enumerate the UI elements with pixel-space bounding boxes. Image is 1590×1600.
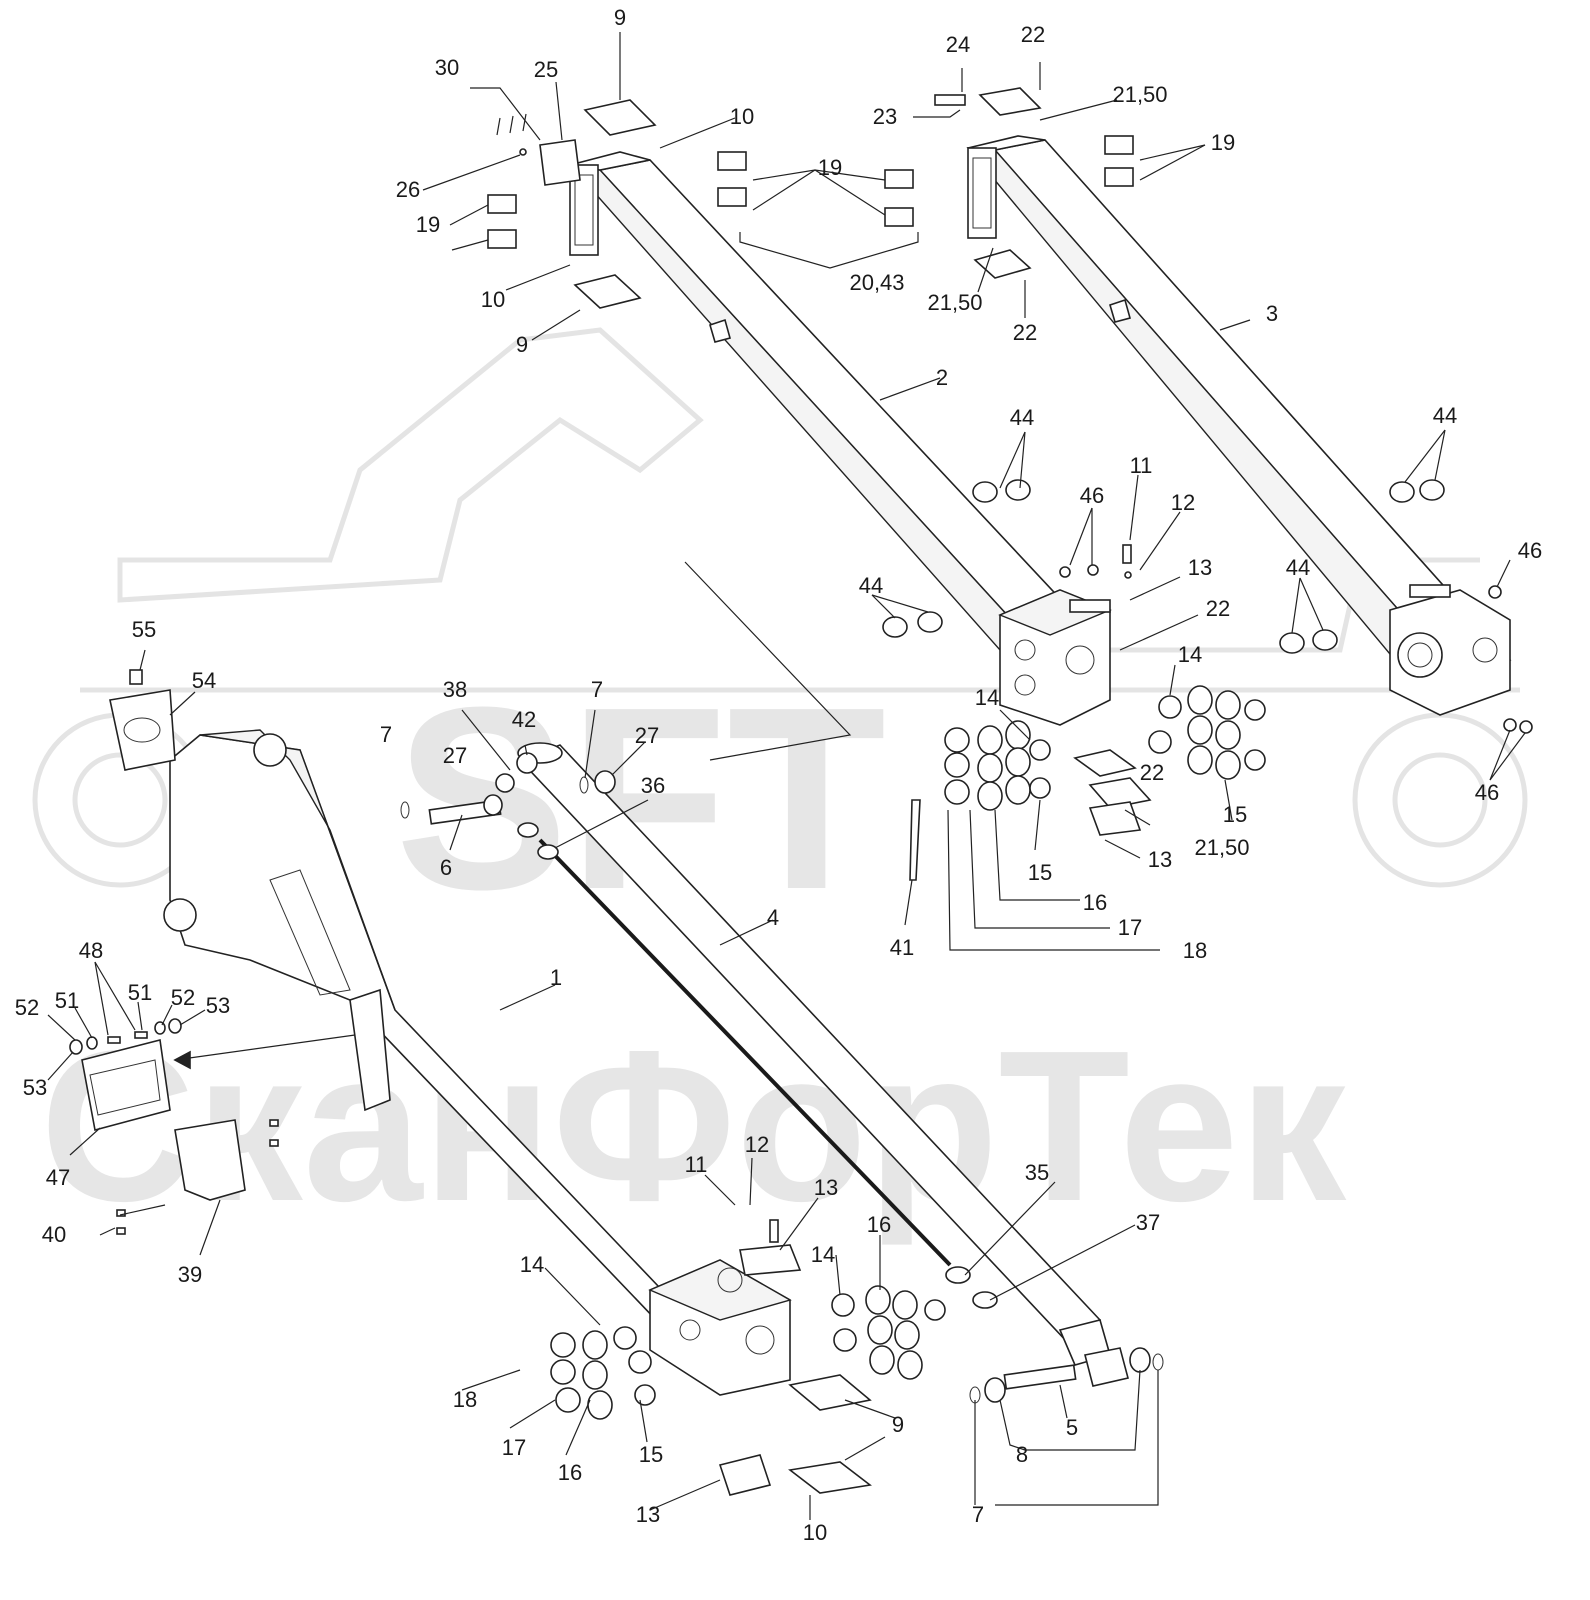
callout-44-middle: 44: [859, 573, 883, 598]
callout-26: 26: [396, 177, 420, 202]
hydraulic-rod: [517, 822, 998, 1309]
callout-17-lower: 17: [502, 1435, 526, 1460]
callout-40: 40: [42, 1222, 66, 1247]
callout-10-top: 10: [730, 104, 754, 129]
callout-51-right: 51: [128, 980, 152, 1005]
callout-15-lower: 15: [639, 1442, 663, 1467]
leader-lines: [47, 32, 1526, 1520]
callout-9-lower: 9: [892, 1412, 904, 1437]
callout-10-bottom: 10: [803, 1520, 827, 1545]
callout-14-upper-right: 14: [1178, 642, 1202, 667]
callout-25: 25: [534, 57, 558, 82]
callout-11-upper: 11: [1130, 453, 1153, 478]
roller-set-upper-right: [1148, 685, 1266, 780]
callout-21-50-lower: 21,50: [1194, 835, 1249, 860]
callout-37: 37: [1136, 1210, 1160, 1235]
callout-16-lower-right: 16: [867, 1212, 891, 1237]
small-parts: [69, 87, 1533, 1496]
boom-head-section-2: [998, 589, 1112, 726]
callout-52-right: 52: [171, 985, 195, 1010]
watermark-company-name: СканФорТек: [40, 1005, 1347, 1246]
callout-41: 41: [890, 935, 914, 960]
callout-22-upper-head: 22: [1206, 596, 1230, 621]
watermark: SFT СканФорТек: [32, 327, 1528, 1246]
callout-7-lower: 7: [972, 1502, 984, 1527]
callout-8: 8: [1016, 1442, 1028, 1467]
callout-47: 47: [46, 1165, 70, 1190]
callout-11-lower: 11: [685, 1152, 708, 1177]
callout-46-lower-right: 46: [1475, 780, 1499, 805]
callout-18-lower: 18: [453, 1387, 477, 1412]
callout-13-lower: 13: [814, 1175, 838, 1200]
callout-24: 24: [946, 32, 970, 57]
callout-30: 30: [435, 55, 459, 80]
callout-44-upper-right: 44: [1433, 403, 1457, 428]
callout-53-right: 53: [206, 993, 230, 1018]
callout-13-middle: 13: [1148, 847, 1172, 872]
boom-section-2: [568, 151, 1082, 651]
callout-17-upper: 17: [1118, 915, 1142, 940]
callout-38: 38: [443, 677, 467, 702]
callout-27-left: 27: [443, 743, 467, 768]
callout-9-left: 9: [516, 332, 528, 357]
callout-7-left: 7: [380, 722, 392, 747]
callout-19-left: 19: [416, 212, 440, 237]
callout-2: 2: [936, 365, 948, 390]
callout-54: 54: [192, 668, 216, 693]
callout-22-mid: 22: [1013, 320, 1037, 345]
callout-22-top: 22: [1021, 22, 1045, 47]
callout-labels: 9 30 25 10 26 19 10 9 19 20,43 24 22 23 …: [15, 5, 1542, 1545]
callout-18-upper: 18: [1183, 938, 1207, 963]
callout-19-middle: 19: [818, 155, 842, 180]
callout-27-right: 27: [635, 723, 659, 748]
callout-6: 6: [440, 855, 452, 880]
callout-10-left: 10: [481, 287, 505, 312]
callout-9-top: 9: [614, 5, 626, 30]
callout-14-lower-right: 14: [811, 1242, 835, 1267]
callout-15-upper-left: 15: [1028, 860, 1052, 885]
roller-set-lower-right: [831, 1285, 946, 1380]
callout-51-left: 51: [55, 988, 79, 1013]
boom-head-section-1: [648, 1259, 792, 1396]
callout-36: 36: [641, 773, 665, 798]
callout-46-upper: 46: [1080, 483, 1104, 508]
callout-5: 5: [1066, 1415, 1078, 1440]
callout-13-bottom: 13: [636, 1502, 660, 1527]
boom-head-section-3: [1389, 584, 1511, 716]
callout-16-lower-left: 16: [558, 1460, 582, 1485]
callout-16-upper: 16: [1083, 890, 1107, 915]
callout-12-lower: 12: [745, 1132, 769, 1157]
callout-52-left: 52: [15, 995, 39, 1020]
callout-4: 4: [767, 905, 779, 930]
callout-48: 48: [79, 938, 103, 963]
callout-14-lower-left: 14: [520, 1252, 544, 1277]
roller-set-upper-left: [944, 720, 1051, 811]
callout-44-upper-left: 44: [1010, 405, 1034, 430]
watermark-logo: SFT: [395, 654, 886, 944]
roller-set-lower-left: [550, 1326, 656, 1420]
callout-39: 39: [178, 1262, 202, 1287]
callout-13-upper: 13: [1188, 555, 1212, 580]
callout-7-middle: 7: [591, 677, 603, 702]
callout-19-right: 19: [1211, 130, 1235, 155]
callout-21-50-mid: 21,50: [927, 290, 982, 315]
callout-14-upper-left: 14: [975, 685, 999, 710]
callout-53-left: 53: [23, 1075, 47, 1100]
callout-20-43: 20,43: [849, 270, 904, 295]
callout-3: 3: [1266, 301, 1278, 326]
callout-35: 35: [1025, 1160, 1049, 1185]
callout-46-right: 46: [1518, 538, 1542, 563]
callout-55: 55: [132, 617, 156, 642]
callout-42: 42: [512, 707, 536, 732]
callout-22-lower-head: 22: [1140, 760, 1164, 785]
callout-1: 1: [550, 965, 562, 990]
callout-21-50-top: 21,50: [1112, 82, 1167, 107]
callout-44-right-lower: 44: [1286, 555, 1310, 580]
callout-23: 23: [873, 104, 897, 129]
callout-15-upper-right: 15: [1223, 802, 1247, 827]
callout-12-upper: 12: [1171, 490, 1195, 515]
